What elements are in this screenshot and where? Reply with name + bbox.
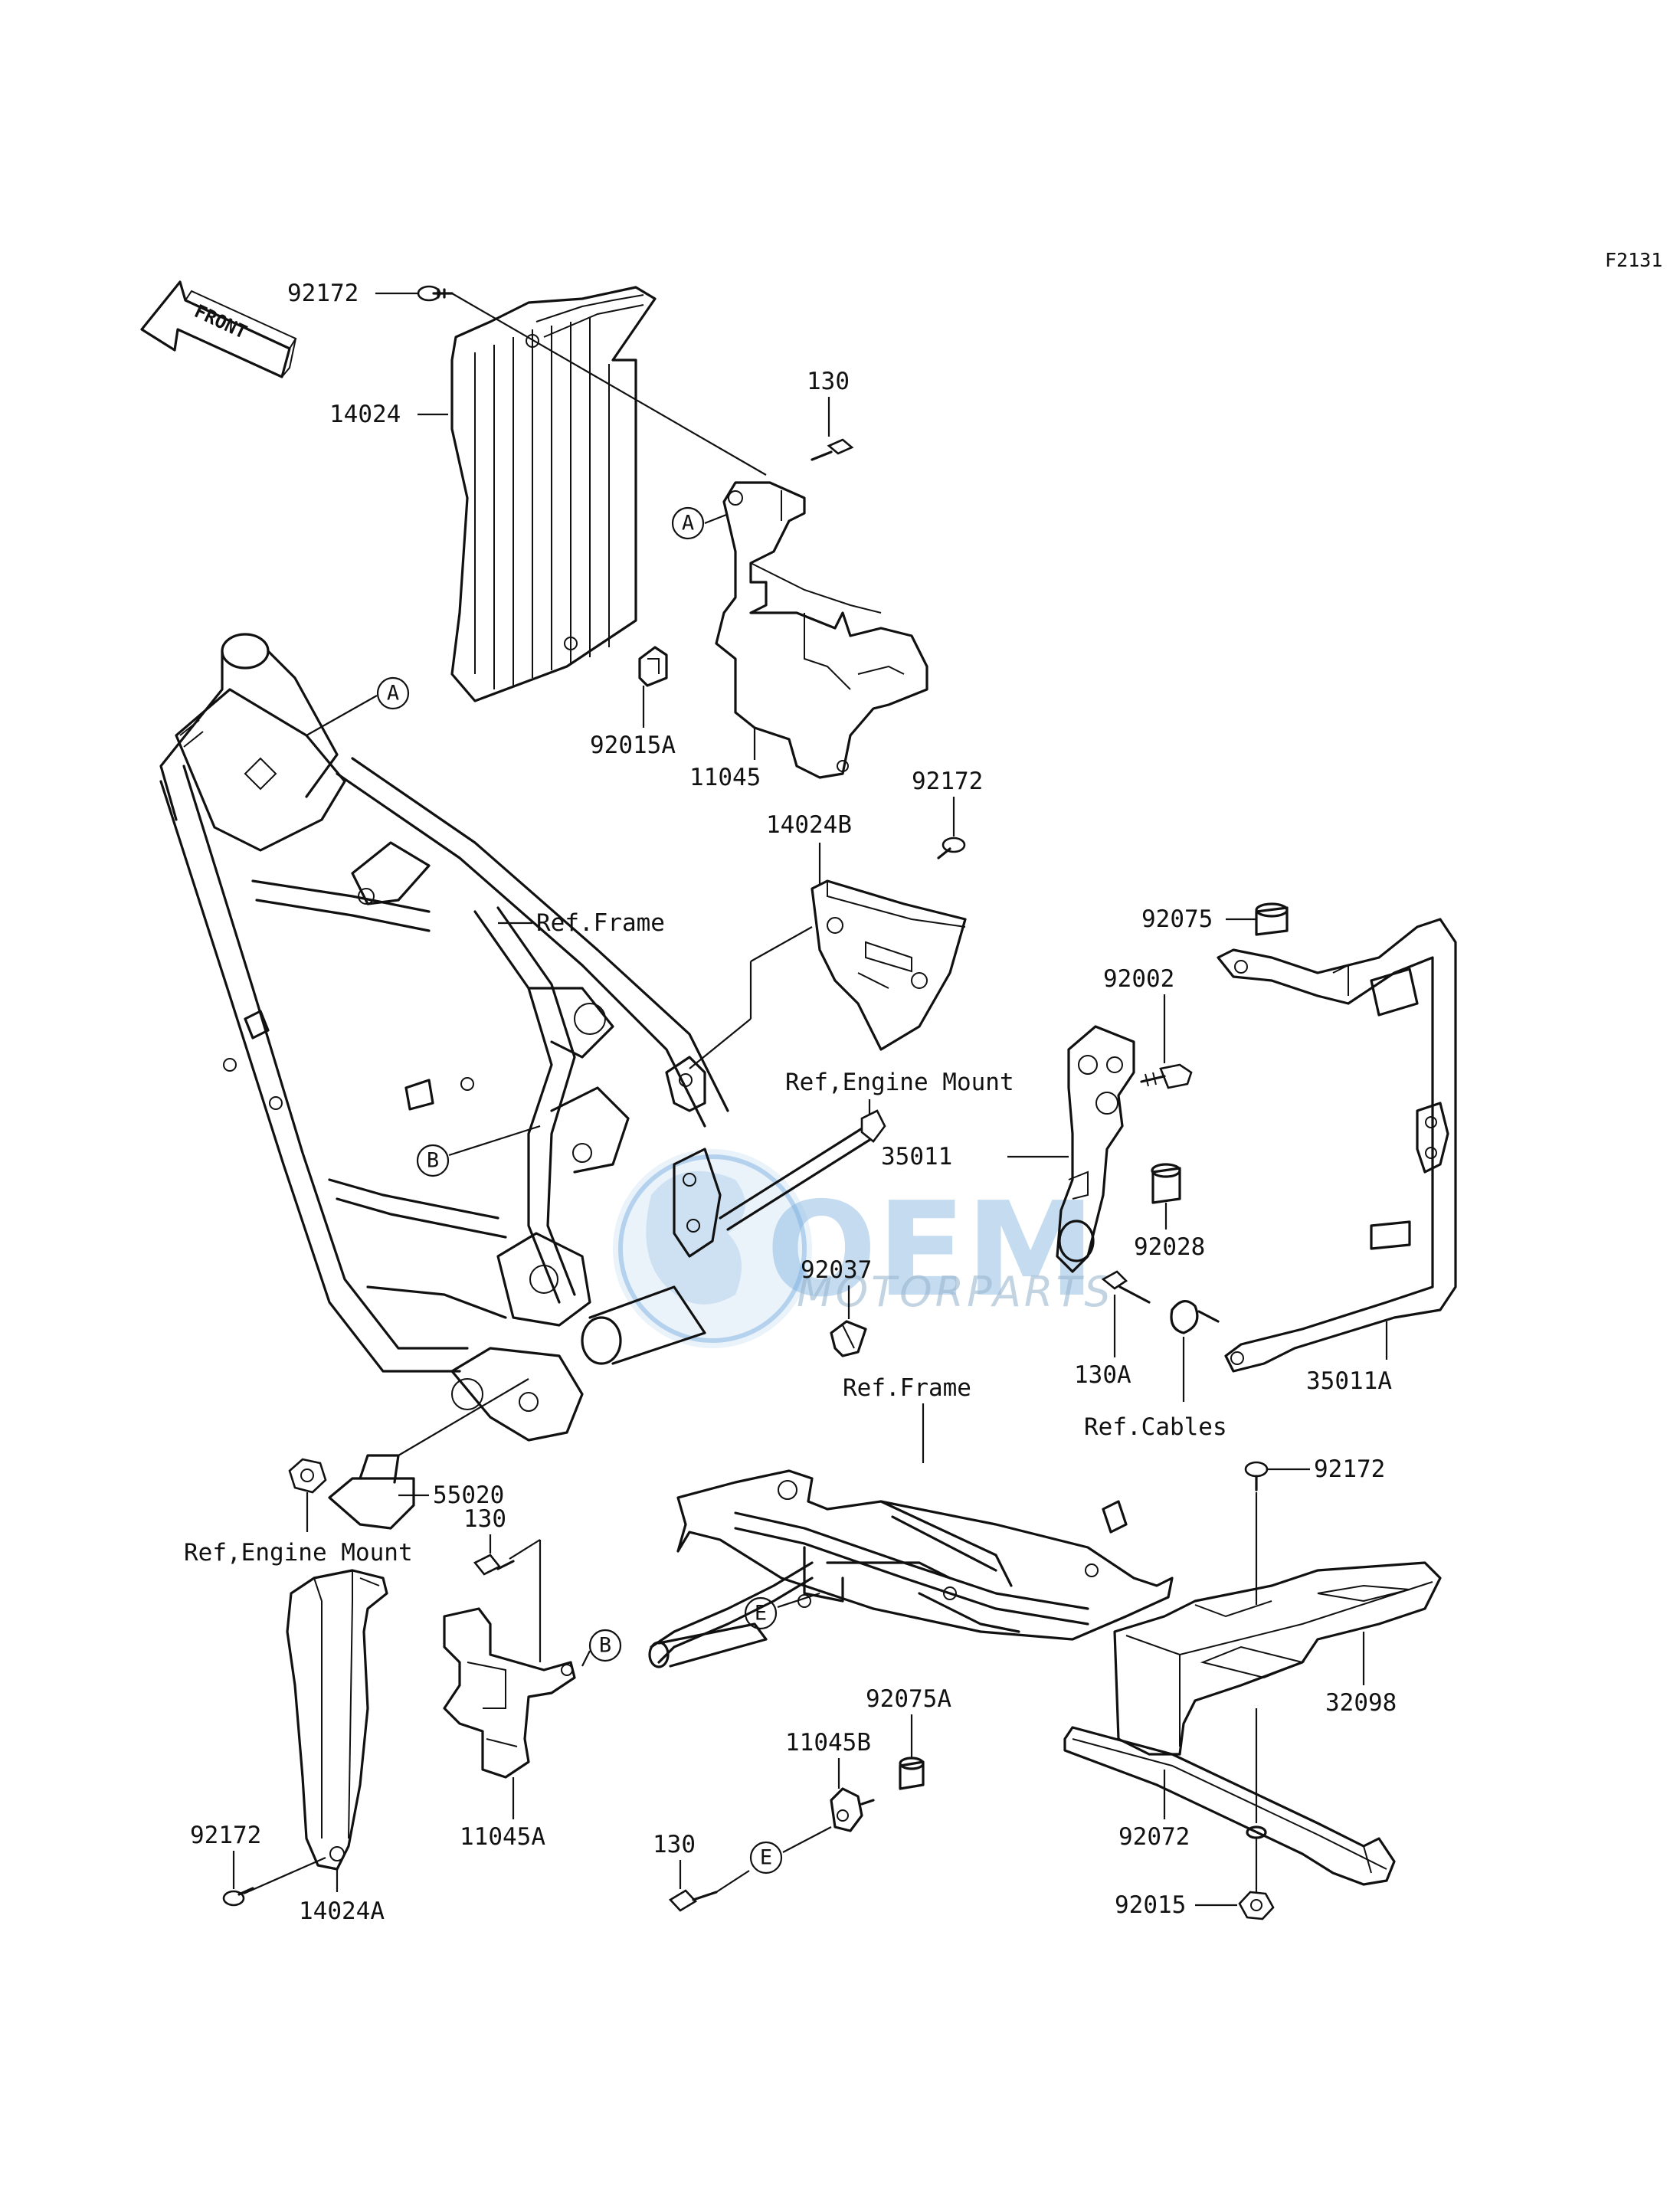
bolt-92172-mid: [937, 837, 966, 859]
nut-ref-engine-mount: [288, 1458, 327, 1494]
label-130-top: 130: [807, 368, 850, 395]
clip-ref-cables: [1170, 1300, 1220, 1334]
label-11045B: 11045B: [785, 1729, 871, 1757]
nut-92015: [1238, 1891, 1275, 1920]
svg-text:B: B: [427, 1149, 439, 1173]
clip-92015A: [638, 646, 668, 687]
callout-b-frame: B: [416, 1144, 450, 1177]
mount-55020: [328, 1454, 415, 1530]
svg-text:A: A: [682, 512, 694, 535]
subframe: [648, 1469, 1174, 1668]
label-92172-top: 92172: [287, 280, 359, 307]
label-130-mid: 130: [463, 1505, 506, 1533]
label-92172-bottom: 92172: [190, 1822, 261, 1849]
figure-code: F2131: [1605, 249, 1662, 271]
bolt-130-mid: [473, 1554, 515, 1576]
spacer-92075: [1255, 902, 1289, 936]
label-92037: 92037: [801, 1256, 872, 1284]
bolt-130-top: [811, 438, 854, 461]
label-92172-mid: 92172: [912, 768, 983, 795]
bolt-92172-right: [1244, 1461, 1269, 1491]
label-92028: 92028: [1134, 1233, 1205, 1261]
cover-14024A: [286, 1569, 388, 1871]
bolt-92002: [1140, 1063, 1193, 1089]
bracket-35011A: [1217, 918, 1457, 1373]
front-arrow-icon: FRONT: [140, 280, 297, 378]
engine-mount-bolt: [719, 1109, 886, 1231]
svg-text:E: E: [755, 1602, 767, 1626]
cover-14024B: [811, 879, 967, 1051]
label-ref-cables: Ref.Cables: [1084, 1413, 1227, 1441]
watermark: OEM MOTORPARTS: [613, 1149, 1111, 1348]
clamp-92037: [830, 1320, 867, 1357]
bracket-11045A: [443, 1607, 576, 1779]
label-92075A: 92075A: [866, 1685, 951, 1713]
label-92075: 92075: [1141, 905, 1213, 933]
label-14024A: 14024A: [299, 1897, 385, 1925]
callout-a-upper: A: [671, 506, 705, 540]
label-130A: 130A: [1074, 1361, 1131, 1389]
strap-92072: [1063, 1726, 1396, 1886]
callout-b-bracket: B: [588, 1629, 622, 1662]
bolt-130A: [1101, 1270, 1151, 1304]
spacer-92075A: [899, 1757, 925, 1790]
label-92002: 92002: [1103, 965, 1174, 993]
label-11045: 11045: [689, 764, 761, 791]
spacer-92028: [1151, 1163, 1181, 1204]
label-ref-frame-bottom: Ref.Frame: [843, 1374, 971, 1402]
label-35011: 35011: [881, 1143, 952, 1171]
label-ref-frame-top: Ref.Frame: [536, 909, 665, 937]
bolt-92172-bottom: [222, 1887, 254, 1907]
tray-32098: [1113, 1561, 1442, 1756]
bolt-130-bottom: [668, 1889, 718, 1912]
label-92015A: 92015A: [590, 732, 676, 759]
label-14024B: 14024B: [766, 811, 852, 839]
bracket-11045: [715, 481, 928, 779]
frame-main: [159, 633, 729, 1442]
front-label: FRONT: [191, 300, 250, 343]
callout-a-frame: A: [376, 676, 410, 710]
svg-text:E: E: [760, 1846, 772, 1870]
label-92172-right: 92172: [1314, 1455, 1385, 1483]
label-130-bottom: 130: [653, 1831, 696, 1858]
callout-e-subframe: E: [744, 1596, 778, 1630]
watermark-brand: OEM: [766, 1174, 1095, 1326]
label-32098: 32098: [1325, 1689, 1397, 1717]
label-ref-engine-mount-left: Ref,Engine Mount: [184, 1539, 413, 1567]
label-92015: 92015: [1115, 1891, 1186, 1919]
label-92072: 92072: [1118, 1823, 1190, 1851]
label-14024: 14024: [329, 401, 401, 428]
radiator-shroud-14024: [450, 286, 657, 702]
bolt-92172-top: [417, 285, 454, 302]
engine-mount-plate: [665, 1056, 722, 1258]
label-55020: 55020: [433, 1482, 504, 1509]
bracket-11045B: [830, 1787, 875, 1832]
callout-e-bracket: E: [749, 1841, 783, 1874]
svg-text:A: A: [387, 682, 399, 706]
label-ref-engine-mount-mid: Ref,Engine Mount: [785, 1069, 1014, 1096]
bracket-35011: [1056, 1025, 1135, 1273]
svg-text:B: B: [599, 1634, 611, 1658]
label-35011A: 35011A: [1306, 1367, 1392, 1395]
label-11045A: 11045A: [460, 1823, 545, 1851]
